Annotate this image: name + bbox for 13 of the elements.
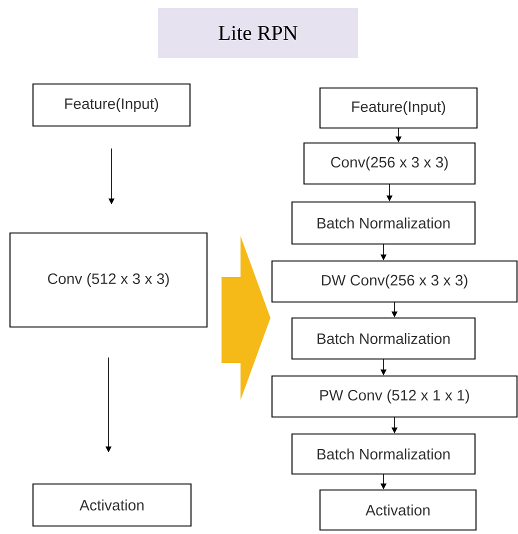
layer-box: DW Conv(256 x 3 x 3) xyxy=(271,260,518,303)
layer-box: Feature(Input) xyxy=(319,87,478,129)
block-arrow xyxy=(222,236,270,400)
layer-box: Feature(Input) xyxy=(32,83,191,127)
layer-box: Conv (512 x 3 x 3) xyxy=(9,232,208,328)
layer-box: Activation xyxy=(319,489,477,531)
layer-box: Conv(256 x 3 x 3) xyxy=(303,142,476,185)
layer-box: Activation xyxy=(32,483,192,527)
layer-box: Batch Normalization xyxy=(291,433,476,475)
title-box: Lite RPN xyxy=(158,8,358,58)
layer-box: Batch Normalization xyxy=(291,201,476,245)
layer-box: PW Conv (512 x 1 x 1) xyxy=(271,375,518,418)
layer-box: Batch Normalization xyxy=(291,317,476,360)
